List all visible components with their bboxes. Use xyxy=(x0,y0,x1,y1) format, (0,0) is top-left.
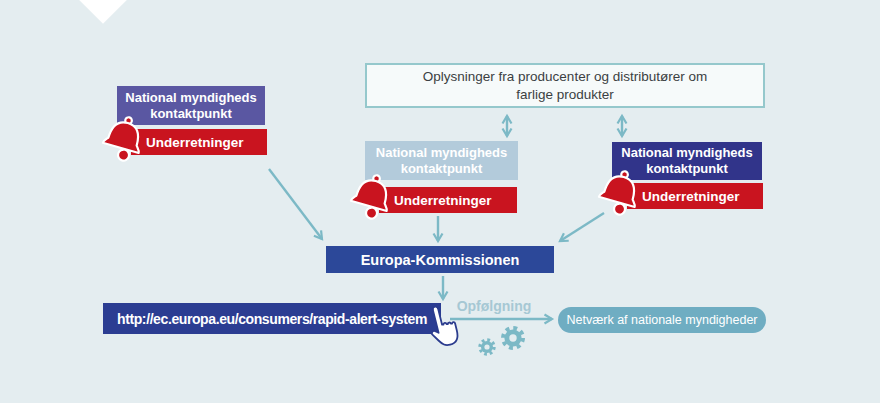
gears-icon xyxy=(480,328,523,354)
followup-label: Opfølgning xyxy=(448,298,540,314)
commission-label: Europa-Kommissionen xyxy=(361,252,520,268)
contact-point-label: National myndigheds kontaktpunkt xyxy=(365,145,518,177)
notification-label: Underretninger xyxy=(146,135,244,150)
notification-label: Underretninger xyxy=(394,193,492,208)
url-bar[interactable]: http://ec.europa.eu/consumers/rapid-aler… xyxy=(103,303,441,334)
notification-left: Underretninger xyxy=(131,129,267,155)
arrow-left-to-commission xyxy=(269,169,322,239)
bell-icon xyxy=(349,173,393,223)
network-label: Netværk af nationale myndigheder xyxy=(566,313,757,327)
bell-icon xyxy=(597,169,641,219)
notification-right: Underretninger xyxy=(627,183,763,209)
bell-icon xyxy=(101,115,145,165)
network-box: Netværk af nationale myndigheder xyxy=(558,307,766,333)
notification-mid: Underretninger xyxy=(379,187,517,213)
followup-text: Opfølgning xyxy=(457,298,532,314)
commission-box: Europa-Kommissionen xyxy=(326,246,554,273)
notification-label: Underretninger xyxy=(642,189,740,204)
url-label: http://ec.europa.eu/consumers/rapid-aler… xyxy=(117,311,427,327)
